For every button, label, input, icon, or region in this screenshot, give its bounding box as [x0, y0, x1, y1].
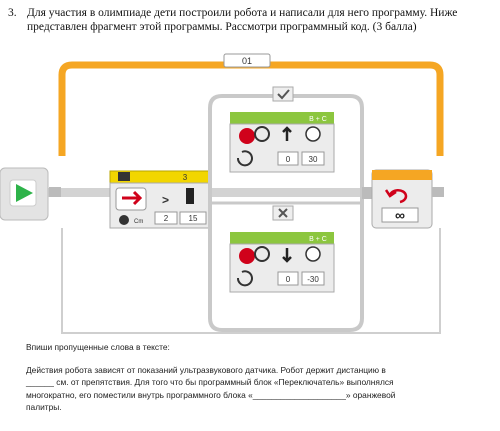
steering-icon-true	[239, 128, 255, 144]
loop-block[interactable]: 01	[58, 53, 444, 334]
switch-block[interactable]: 3 Cm > 2 15	[109, 170, 211, 229]
loop-end-symbol: ∞	[395, 207, 405, 223]
motor-header-false	[230, 232, 334, 244]
power-field-true[interactable]	[301, 151, 325, 166]
true-case-tab[interactable]	[272, 86, 294, 102]
steering-wheel-icon-true	[254, 126, 270, 142]
switch-cases	[208, 86, 372, 332]
loop-lower-frame	[61, 228, 441, 334]
sensor-port-field[interactable]	[154, 211, 178, 225]
sensor-port: 2	[164, 214, 169, 223]
sensor-port-dot	[119, 215, 129, 225]
sensor-threshold: 15	[189, 214, 198, 223]
loop-end-block[interactable]: ∞	[371, 169, 444, 229]
threshold-bar-icon	[186, 188, 194, 204]
steering-icon-false	[239, 248, 255, 264]
question-points: (3 балла)	[372, 21, 417, 33]
motor-steering-true: 0	[286, 155, 291, 164]
motor-power-true: 30	[309, 155, 318, 164]
ultrasonic-sensor-icon	[122, 190, 143, 206]
motor-power-false: -30	[307, 275, 319, 284]
motor-steering-false: 0	[286, 275, 291, 284]
steering-field-false[interactable]	[277, 271, 299, 286]
arrow-up-icon	[282, 126, 292, 141]
task-line-1: Действия робота зависят от показаний уль…	[26, 364, 386, 375]
loop-end-header	[372, 170, 432, 180]
start-block[interactable]	[0, 167, 61, 221]
loop-count-field[interactable]	[381, 207, 419, 223]
task-line-2: ______ см. от препятствия. Для того что …	[26, 377, 394, 387]
steering-field-true[interactable]	[277, 151, 299, 166]
checkmark-icon	[277, 89, 290, 100]
power-gauge-icon-false	[305, 246, 321, 262]
switch-out-connector	[362, 187, 372, 199]
loop-label-box	[223, 53, 271, 68]
question: 3. Для участия в олимпиаде дети построил…	[8, 6, 488, 34]
motor-ports-true: B + C	[309, 116, 327, 123]
move-steering-block-true[interactable]: B + C 0 30	[229, 112, 335, 173]
compare-operator: >	[162, 193, 169, 207]
loop-out-connector	[432, 187, 444, 197]
cross-icon	[278, 208, 288, 218]
switch-value: 3	[183, 173, 188, 182]
task-heading: Впиши пропущенные слова в тексте:	[26, 342, 170, 352]
start-connector	[49, 187, 61, 197]
arrow-down-icon	[282, 248, 292, 263]
threshold-field[interactable]	[179, 211, 207, 225]
question-text: Для участия в олимпиаде дети построили р…	[27, 6, 488, 34]
power-gauge-icon-true	[305, 126, 321, 142]
switch-header-icon	[118, 172, 130, 181]
program-diagram: 01 3 Cm > 2 15	[0, 53, 444, 334]
sensor-mode-label: Cm	[134, 219, 143, 225]
mode-cycle-icon-true	[236, 150, 253, 167]
task-block: Впиши пропущенные слова в тексте: Действ…	[26, 341, 466, 414]
question-body: Для участия в олимпиаде дети построили р…	[27, 7, 458, 33]
mode-cycle-icon-false	[236, 270, 253, 287]
play-icon	[16, 184, 33, 202]
motor-header-true	[230, 112, 334, 124]
loop-repeat-icon	[384, 188, 408, 204]
steering-wheel-icon-false	[254, 246, 270, 262]
task-line-4: палитры.	[26, 402, 62, 412]
question-number: 3.	[8, 7, 17, 19]
move-steering-block-false[interactable]: B + C 0 -30	[229, 232, 335, 293]
sequence-beam	[0, 188, 440, 197]
power-field-false[interactable]	[301, 271, 325, 286]
false-case-frame	[208, 193, 364, 332]
task-line-3: многократно, его поместили внутрь програ…	[26, 389, 396, 400]
loop-label: 01	[242, 56, 252, 66]
motor-ports-false: B + C	[309, 236, 327, 243]
